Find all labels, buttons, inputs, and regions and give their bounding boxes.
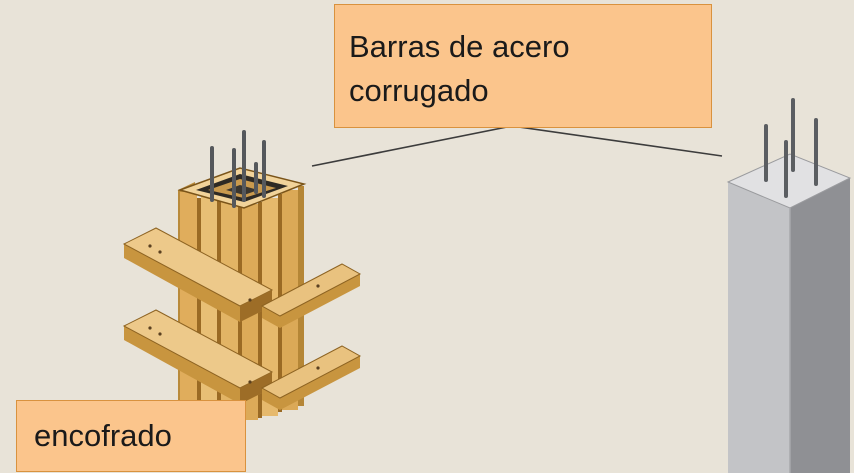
formwork-callout-label: encofrado [16, 400, 246, 472]
formwork-rebars [210, 130, 266, 208]
rebar-callout-label: Barras de acero corrugado [334, 4, 712, 128]
concrete-column-illustration [726, 98, 852, 473]
leader-lines [311, 125, 723, 167]
column-rebars [764, 98, 818, 198]
leader-line-column [511, 125, 723, 157]
formwork-illustration [122, 130, 362, 420]
leader-line-formwork [311, 125, 513, 167]
